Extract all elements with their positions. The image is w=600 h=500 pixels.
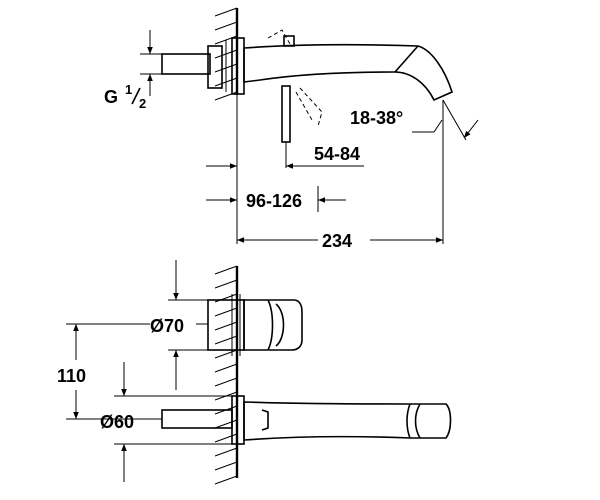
thread-label: G 1 2 [104,82,146,111]
handle [243,299,303,351]
spout [243,43,453,102]
mounting-block [207,45,223,89]
thread-sub: 2 [139,96,146,111]
angle-label: 18-38° [350,108,403,128]
spout-plan [243,401,452,441]
wall-pipe [161,53,211,75]
top-view: Ø70 110 Ø60 [57,260,452,485]
lever-offset-label: 54-84 [314,144,360,164]
thread-letter: G [104,87,118,107]
lever-alt-top [267,29,291,45]
lever-alt-bottom [299,87,323,127]
lever-top [283,35,295,47]
rosette-large-label: Ø70 [150,316,184,336]
projection-label: 234 [322,231,352,251]
wall-hatch-bottom [214,265,239,485]
thread-sup: 1 [125,82,132,97]
side-view: G 1 2 18-38° 54-84 96-126 234 [104,7,479,251]
wall-depth-label: 96-126 [246,191,302,211]
lever [281,85,291,143]
handle-rosette [207,299,245,351]
height-label: 110 [57,366,86,386]
rosette-small-label: Ø60 [100,412,134,432]
